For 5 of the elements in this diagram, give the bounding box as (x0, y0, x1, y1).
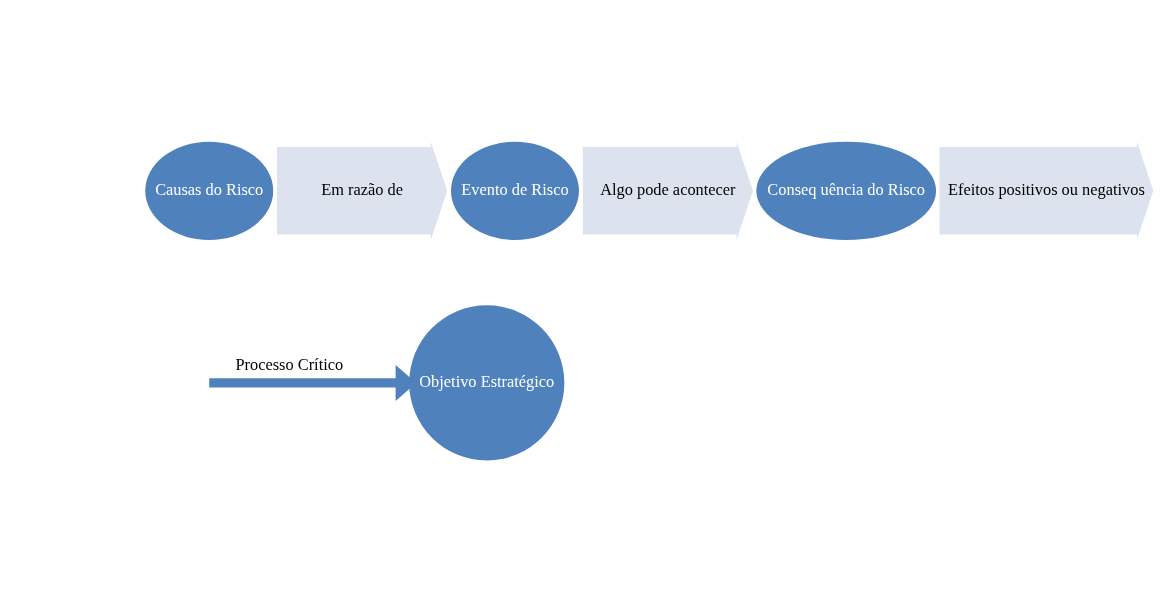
node-ellipse: Conseq uência do Risco (756, 141, 937, 240)
node-ellipse: Evento de Risco (451, 141, 579, 240)
node-ellipse: Causas do Risco (145, 141, 274, 240)
node-circle: Objetivo Estratégico (409, 304, 565, 460)
edge-label: Processo Crítico (235, 354, 344, 374)
